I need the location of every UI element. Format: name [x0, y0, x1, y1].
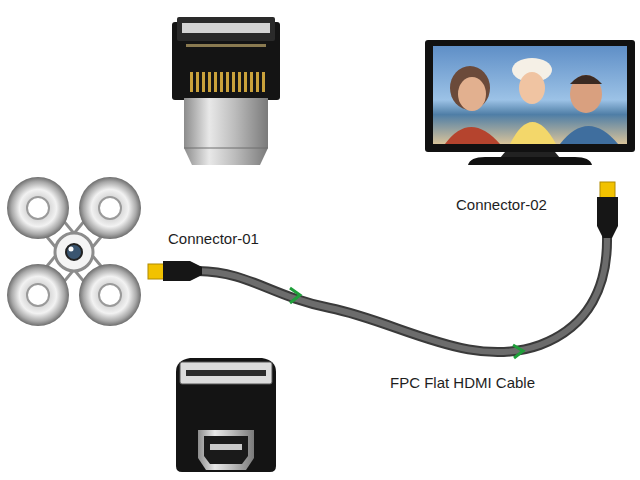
fpc-slot [180, 362, 272, 384]
plug-seam [184, 148, 268, 149]
tv-stand [468, 157, 592, 165]
person-hair [450, 66, 490, 110]
rotor-hub [99, 284, 121, 306]
trace-row [186, 44, 266, 47]
plug-housing [163, 261, 202, 281]
lens-glint [69, 247, 74, 252]
cable-edge [198, 236, 607, 352]
fpc-slot [177, 17, 275, 41]
hdmi-plug [148, 261, 202, 281]
rotor [7, 264, 69, 326]
socket-tongue [210, 444, 242, 450]
adapter-body [176, 358, 276, 472]
fpc-hdmi-female-adapter [176, 358, 276, 472]
drone-body [55, 233, 93, 271]
tv-icon [425, 40, 635, 165]
rotor [7, 177, 69, 239]
person-hair [570, 75, 602, 84]
rotor [79, 264, 141, 326]
fpc-opening [186, 370, 266, 376]
person-face [458, 77, 486, 111]
hdmi-socket [198, 430, 254, 470]
rotor [79, 177, 141, 239]
fpc-flat-cable [198, 236, 607, 358]
hdmi-plug [597, 182, 618, 238]
plug-tip [148, 264, 164, 279]
gold-pins [190, 72, 265, 92]
part-name: Connector-02 [456, 196, 547, 214]
direction-arrow [290, 288, 300, 303]
child-shirt [510, 122, 556, 144]
person-face [570, 75, 602, 113]
tv-bezel [425, 40, 635, 152]
hdmi-plug-shell [184, 98, 268, 148]
plug-tip [600, 182, 615, 198]
fpc-latch [182, 23, 270, 33]
cable-body [198, 236, 607, 352]
child-face [519, 72, 545, 104]
tv-screen [433, 46, 627, 144]
part-name: Connector-01 [168, 230, 259, 248]
rotor-hub [27, 284, 49, 306]
person-shirt [560, 126, 618, 144]
socket-opening [204, 436, 248, 464]
rotor-hub [27, 197, 49, 219]
rotor-hub [99, 197, 121, 219]
direction-arrow [513, 345, 523, 358]
hdmi-plug-tip [184, 148, 268, 165]
cable-name: FPC Flat HDMI Cable [390, 374, 535, 392]
camera-lens [66, 244, 82, 260]
plug-housing [597, 197, 618, 238]
fpc-hdmi-male-adapter [172, 17, 280, 165]
person-shirt [445, 127, 500, 144]
drone-icon [7, 177, 141, 326]
